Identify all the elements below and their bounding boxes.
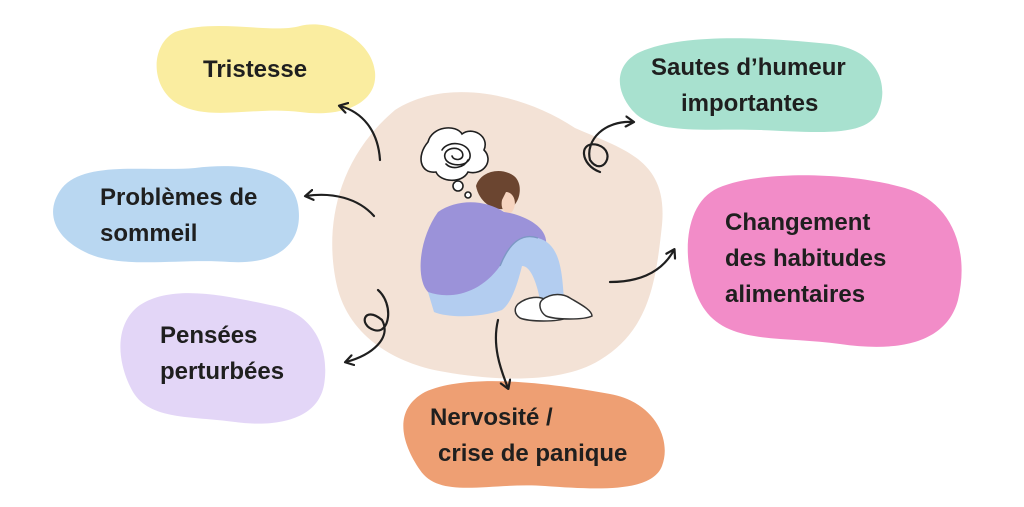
label-nervosite: Nervosité / crise de panique	[430, 400, 627, 472]
blob-humeur	[619, 38, 883, 133]
person-shoe-front	[539, 293, 593, 320]
person-sitting-illustration	[420, 171, 593, 322]
arrow-to-sommeil	[306, 195, 376, 218]
person-face	[501, 192, 515, 214]
label-nervosite-line1: Nervosité /	[430, 404, 553, 431]
arrow-to-pensees	[346, 288, 390, 362]
label-tristesse-line1: Tristesse	[203, 56, 308, 83]
label-sommeil-line1: Problèmes de	[100, 184, 258, 211]
arrow-to-nervosite	[494, 318, 508, 388]
arrow-to-alimentaire	[608, 250, 674, 284]
label-pensees-line2: perturbées	[160, 358, 285, 385]
blob-tristesse	[156, 24, 376, 114]
person-jeans	[428, 236, 564, 317]
blob-sommeil	[53, 166, 299, 263]
blob-nervosite	[403, 381, 665, 489]
label-sommeil: Problèmes de sommeil	[100, 180, 257, 252]
label-humeur: Sautes d’humeur importantes	[651, 50, 846, 122]
label-nervosite-line2: crise de panique	[438, 440, 628, 467]
label-tristesse: Tristesse	[203, 52, 307, 88]
label-alimentaire-line3: alimentaires	[725, 281, 866, 308]
label-alimentaire-line2: des habitudes	[725, 245, 887, 272]
label-sommeil-line2: sommeil	[100, 220, 198, 247]
person-jeans-outline	[499, 235, 539, 267]
blob-pensees	[120, 293, 326, 424]
label-pensees: Pensées perturbées	[160, 318, 284, 390]
label-humeur-line2: importantes	[681, 90, 819, 117]
label-pensees-line1: Pensées	[160, 322, 258, 349]
label-humeur-line1: Sautes d’humeur	[651, 54, 846, 81]
label-alimentaire: Changement des habitudes alimentaires	[725, 205, 886, 313]
person-sweater	[420, 202, 547, 301]
arrow-to-tristesse	[340, 106, 382, 162]
arrow-to-humeur	[582, 122, 633, 174]
label-alimentaire-line1: Changement	[725, 209, 871, 236]
blob-alimentaire	[687, 175, 962, 347]
thought-bubble-icon	[420, 127, 489, 199]
